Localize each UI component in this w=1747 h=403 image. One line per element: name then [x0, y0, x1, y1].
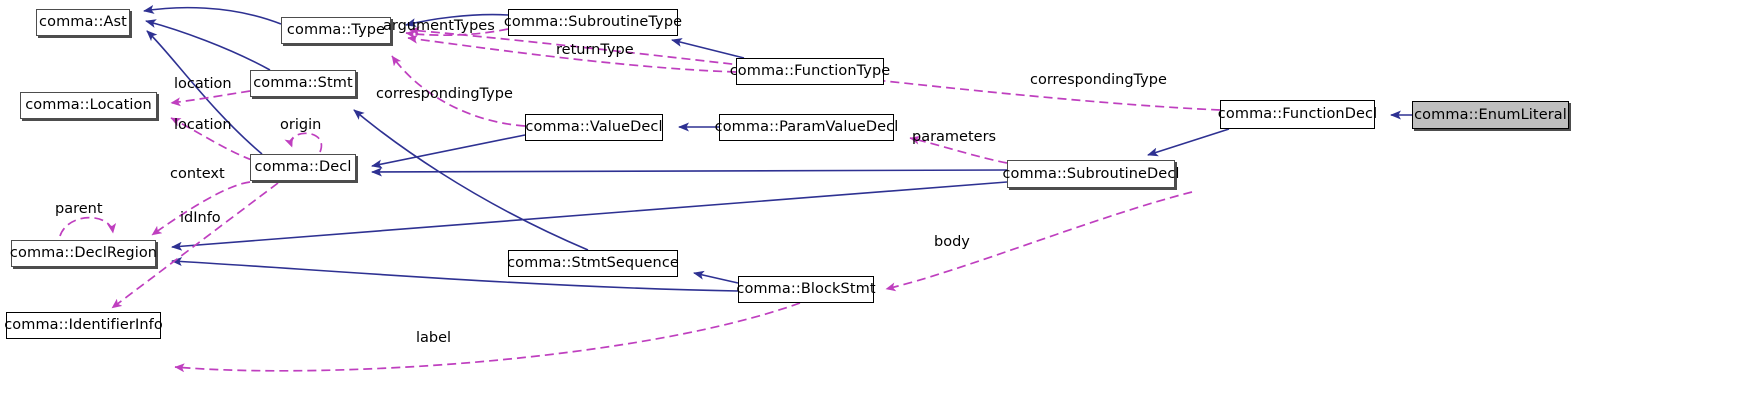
node-comma-location[interactable]: comma::Location: [20, 92, 157, 119]
edge-label: [174, 302, 801, 373]
node-label: comma::FunctionDecl: [1217, 106, 1378, 123]
node-comma-decl[interactable]: comma::Decl: [250, 154, 356, 181]
edge-label-location-decl: location: [174, 117, 232, 133]
edge-label-parent: parent: [55, 201, 103, 217]
edge-stmt-to-ast: [145, 19, 271, 71]
node-label: comma::EnumLiteral: [1414, 106, 1567, 123]
node-label: comma::Decl: [254, 159, 352, 176]
node-comma-paramvaluedecl[interactable]: comma::ParamValueDecl: [715, 114, 898, 141]
edge-label-argumenttypes: argumentTypes: [383, 18, 495, 34]
edge-label-body: body: [934, 234, 970, 250]
edge-label-label: label: [416, 330, 452, 346]
edge-parent-self: [59, 216, 117, 237]
node-label: comma::ValueDecl: [525, 119, 663, 136]
edge-decl-to-ast: [146, 30, 263, 155]
node-label: comma::Type: [286, 22, 386, 39]
node-comma-functiondecl[interactable]: comma::FunctionDecl: [1217, 100, 1378, 129]
edge-context: [151, 181, 251, 236]
node-label: comma::SubroutineType: [503, 14, 683, 31]
edge-label-location-stmt: location: [174, 76, 232, 92]
node-comma-ast[interactable]: comma::Ast: [36, 9, 130, 36]
edge-label-correspondingtype-left: correspondingType: [376, 86, 513, 102]
node-comma-stmt[interactable]: comma::Stmt: [250, 70, 356, 97]
edge-label-context: context: [170, 166, 225, 182]
edge-functiontype-to-subroutinetype: [671, 38, 745, 59]
node-comma-type[interactable]: comma::Type: [281, 17, 391, 44]
node-comma-subroutinetype[interactable]: comma::SubroutineType: [504, 9, 682, 36]
node-label: comma::IdentifierInfo: [4, 317, 163, 334]
node-comma-subroutinedecl[interactable]: comma::SubroutineDecl: [1002, 160, 1179, 188]
edge-body: [885, 191, 1193, 292]
edge-origin-self: [284, 132, 323, 153]
node-label: comma::FunctionType: [729, 63, 891, 80]
node-comma-blockstmt[interactable]: comma::BlockStmt: [736, 276, 876, 303]
node-label: comma::Ast: [39, 14, 127, 31]
edge-type-to-ast: [143, 4, 282, 25]
edge-valuedecl-to-decl: [371, 134, 526, 169]
node-comma-declregion[interactable]: comma::DeclRegion: [9, 240, 158, 267]
edge-blockstmt-to-stmtsequence: [693, 270, 739, 284]
node-label: comma::Stmt: [253, 75, 353, 92]
edge-label-parameters: parameters: [912, 129, 997, 145]
edge-label-returntype: returnType: [556, 42, 634, 58]
edge-label-origin: origin: [280, 117, 322, 133]
node-comma-enumliteral[interactable]: comma::EnumLiteral: [1412, 101, 1569, 129]
node-label: comma::StmtSequence: [507, 255, 679, 272]
edge-subroutinedecl-to-decl: [371, 167, 1008, 177]
node-comma-valuedecl[interactable]: comma::ValueDecl: [525, 114, 663, 141]
node-label: comma::DeclRegion: [9, 245, 158, 262]
edge-location-stmt: [170, 90, 251, 107]
node-label: comma::Location: [25, 97, 152, 114]
node-comma-stmtsequence[interactable]: comma::StmtSequence: [507, 250, 679, 277]
node-label: comma::SubroutineDecl: [1002, 165, 1180, 182]
node-label: comma::ParamValueDecl: [714, 119, 899, 136]
edge-label-correspondingtype-right: correspondingType: [1030, 72, 1167, 88]
edge-label-idinfo: idInfo: [180, 210, 221, 226]
edge-subroutinedecl-to-declregion: [171, 181, 1008, 251]
node-comma-functiontype[interactable]: comma::FunctionType: [730, 58, 890, 85]
edge-functiondecl-to-subroutinedecl: [1147, 128, 1230, 157]
node-comma-identifierinfo[interactable]: comma::IdentifierInfo: [4, 312, 163, 339]
node-label: comma::BlockStmt: [736, 281, 876, 298]
